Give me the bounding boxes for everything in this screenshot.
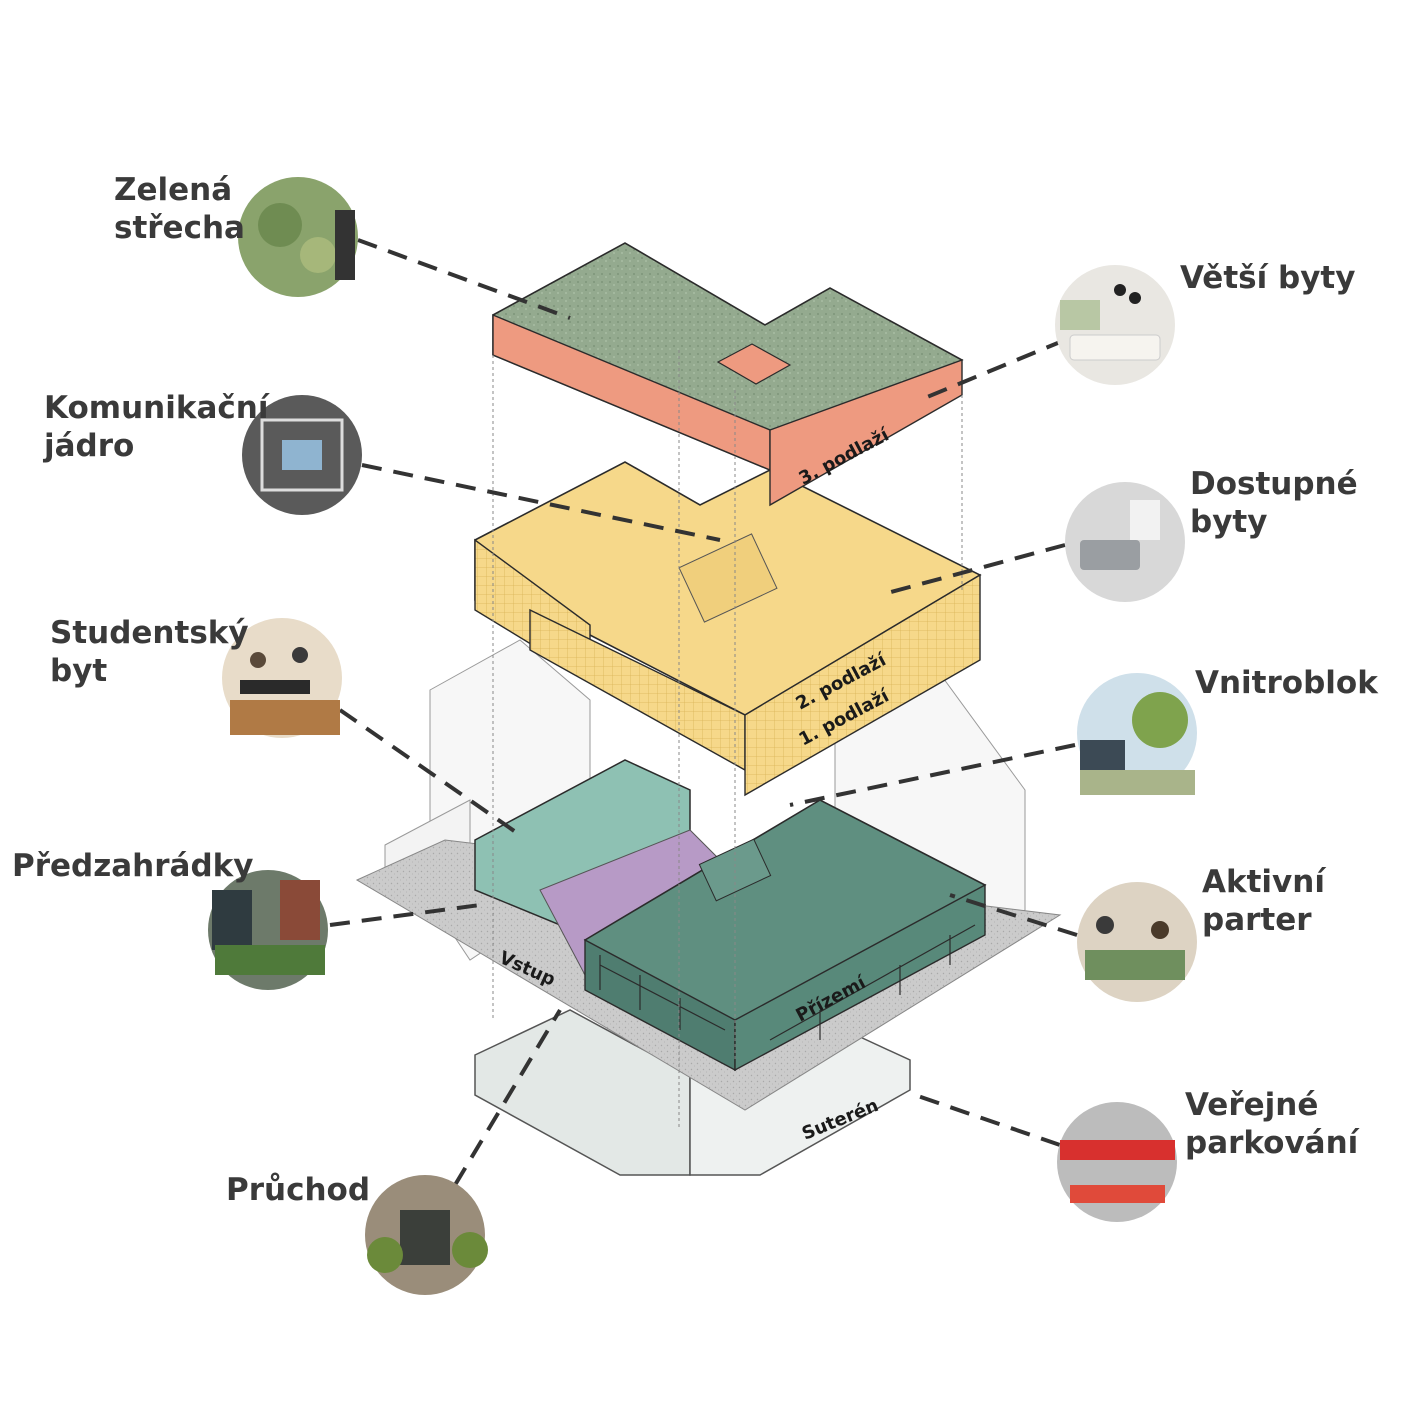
svg-text:byt: byt [50, 653, 107, 689]
upper-floors-block: 2. podlaží 1. podlaží [474, 461, 982, 797]
basement-block: Suterén [474, 1009, 911, 1176]
leader-active-ground [949, 893, 1078, 937]
label-active-ground: Aktivní parter [1202, 864, 1326, 938]
third-floor-block: 3. podlaží [492, 242, 964, 507]
leader-student-flat [338, 708, 522, 837]
label-affordable-flats: Dostupné byty [1190, 466, 1358, 540]
label-public-parking: Veřejné parkování [1185, 1087, 1360, 1161]
photo-green-roof [238, 177, 358, 297]
svg-text:Veřejné: Veřejné [1185, 1087, 1318, 1123]
svg-text:Předzahrádky: Předzahrádky [12, 848, 253, 884]
photo-courtyard [1077, 673, 1197, 795]
svg-text:Průchod: Průchod [226, 1172, 370, 1208]
leader-front-gardens [329, 903, 481, 927]
leader-passage [453, 1008, 562, 1187]
svg-text:Větší byty: Větší byty [1180, 260, 1355, 296]
leader-public-parking [914, 1093, 1061, 1147]
photo-public-parking [1057, 1102, 1177, 1222]
svg-text:byty: byty [1190, 504, 1267, 540]
label-courtyard: Vnitroblok [1195, 665, 1379, 701]
leader-core [361, 463, 721, 542]
svg-text:jádro: jádro [42, 428, 134, 464]
leader-lines [329, 238, 1078, 1187]
label-green-roof: Zelená střecha [114, 172, 245, 246]
label-larger-flats: Větší byty [1180, 260, 1355, 296]
label-front-gardens: Předzahrádky [12, 848, 253, 884]
svg-text:Vnitroblok: Vnitroblok [1195, 665, 1379, 701]
leader-larger-flats [919, 338, 1066, 402]
label-passage: Průchod [226, 1172, 370, 1208]
svg-text:střecha: střecha [114, 210, 245, 246]
svg-text:Studentský: Studentský [50, 615, 249, 651]
photo-active-ground [1077, 882, 1197, 1002]
photo-core [242, 395, 362, 515]
leader-green-roof [357, 238, 571, 320]
photo-student-flat [222, 618, 342, 738]
svg-text:parter: parter [1202, 902, 1312, 938]
photo-larger-flats [1055, 265, 1175, 385]
label-student-flat: Studentský byt [50, 615, 249, 689]
label-core: Komunikační jádro [42, 390, 270, 464]
leader-courtyard [789, 743, 1076, 807]
svg-text:Komunikační: Komunikační [44, 390, 270, 426]
svg-text:Dostupné: Dostupné [1190, 466, 1358, 502]
svg-text:parkování: parkování [1185, 1125, 1360, 1161]
photo-passage [365, 1175, 488, 1295]
photo-affordable-flats [1065, 482, 1185, 602]
svg-text:Aktivní: Aktivní [1202, 864, 1326, 900]
photo-front-gardens [208, 870, 328, 990]
projection-lines [492, 350, 963, 1130]
svg-text:Zelená: Zelená [114, 172, 232, 208]
